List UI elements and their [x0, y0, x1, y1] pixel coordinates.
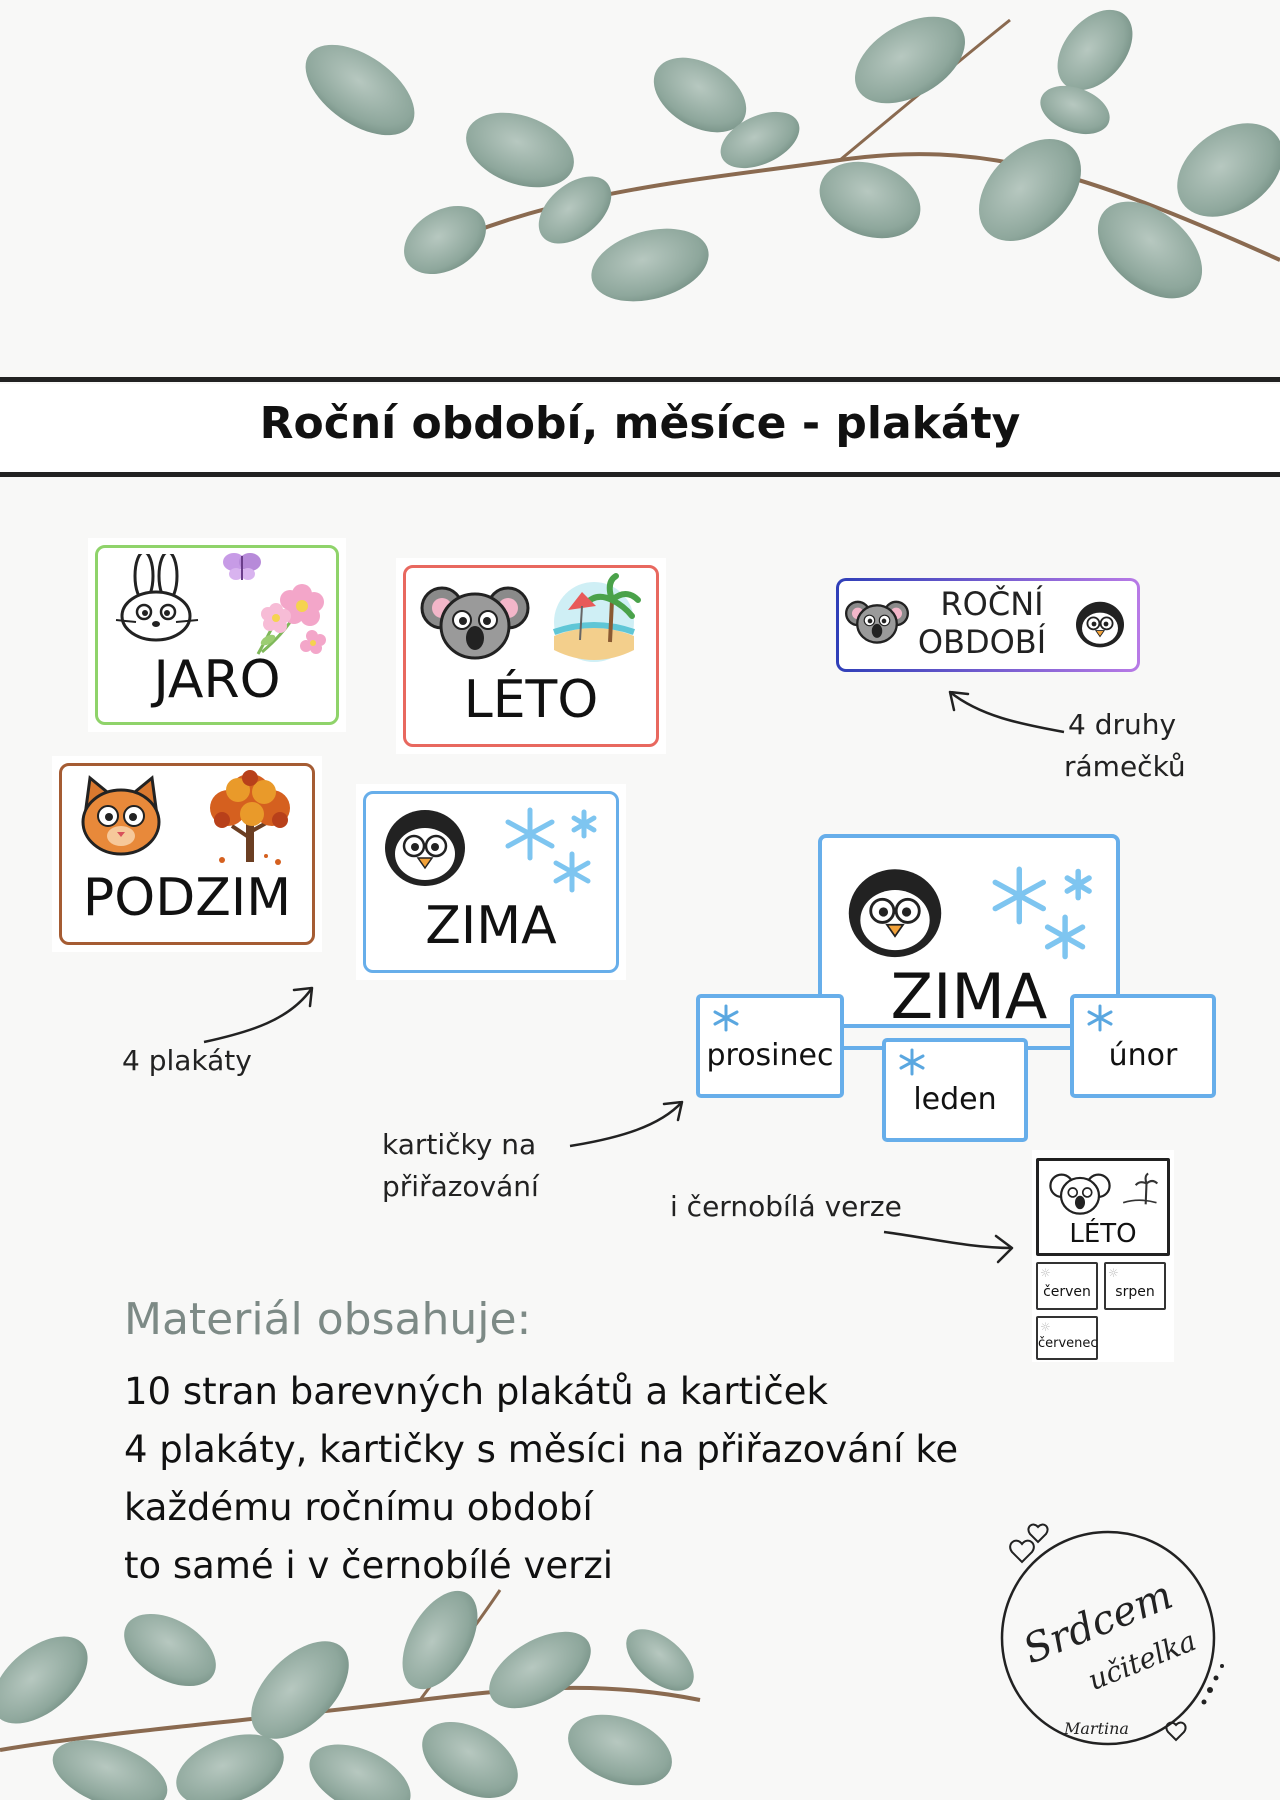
poster-label: ZIMA [425, 896, 557, 956]
month-card-unor: únor [1070, 994, 1216, 1098]
sun-icon: ☼ [1108, 1266, 1119, 1280]
beach-icon [553, 573, 641, 662]
bunny-icon [115, 554, 199, 642]
note-frames-line1: 4 druhy [1068, 708, 1177, 741]
bw-month-card: ☼ červenec [1036, 1316, 1098, 1360]
srdcem-ucitelka-logo: Srdcem učitelka Martina [1000, 1523, 1224, 1746]
koala-icon [845, 600, 909, 644]
title-rule-bottom [0, 472, 1280, 477]
material-line: to samé i v černobílé verzi [124, 1544, 614, 1587]
arrow-icon [948, 690, 1065, 734]
autumn-tree-icon [210, 770, 290, 865]
sun-icon: ☼ [1040, 1320, 1051, 1334]
material-heading: Materiál obsahuje: [124, 1294, 532, 1345]
material-line: 10 stran barevných plakátů a kartiček [124, 1370, 828, 1413]
month-card-prosinec: prosinec [696, 994, 844, 1098]
zima-demo-title: ZIMA [890, 960, 1048, 1033]
bw-month-label: srpen [1115, 1284, 1155, 1300]
bw-sample: LÉTO ☼ červen ☼ srpen ☼ červenec [1032, 1150, 1174, 1362]
note-frames-line2: rámečků [1064, 750, 1186, 783]
zima-demo-poster: ZIMA [818, 834, 1120, 1033]
frame-sample: ROČNÍ OBDOBÍ [836, 578, 1140, 672]
bw-month-card: ☼ srpen [1104, 1262, 1166, 1310]
month-label: únor [1108, 1038, 1178, 1073]
month-label: prosinec [706, 1038, 834, 1073]
arrow-icon [203, 986, 314, 1044]
logo-signature: Martina [1063, 1719, 1129, 1738]
note-cards-line1: kartičky na [382, 1128, 537, 1161]
note-posters: 4 plakáty [122, 1044, 252, 1077]
bw-month-card: ☼ červen [1036, 1262, 1098, 1310]
penguin-icon [848, 869, 942, 958]
snowflake-icon [1087, 1004, 1113, 1032]
poster-leto: LÉTO [396, 558, 666, 754]
material-line: každému ročnímu období [124, 1486, 593, 1529]
month-label: leden [913, 1082, 997, 1117]
title-band [0, 384, 1280, 474]
page-title: Roční období, měsíce - plakáty [259, 398, 1021, 449]
poster-label: LÉTO [463, 670, 599, 730]
bw-poster: LÉTO [1036, 1158, 1170, 1256]
butterfly-icon [223, 553, 261, 580]
snowflake-icon [992, 866, 1092, 960]
frame-label-line1: ROČNÍ [940, 585, 1044, 623]
cat-icon [81, 775, 161, 856]
penguin-icon [385, 810, 465, 886]
note-bw: i černobílá verze [670, 1190, 902, 1223]
arrow-icon [569, 1100, 684, 1148]
connector-line [1022, 1046, 1078, 1050]
poster-jaro: JARO [88, 538, 346, 732]
bw-month-label: červen [1043, 1284, 1091, 1300]
eucalyptus-branch-top-icon [305, 9, 1280, 302]
eucalyptus-branch-bottom-icon [0, 1589, 701, 1800]
koala-icon [1049, 1173, 1111, 1215]
bw-month-label: červenec [1038, 1336, 1098, 1351]
title-rule-top [0, 377, 1280, 382]
snowflake-icon [713, 1004, 739, 1032]
connector-line [836, 1046, 892, 1050]
beach-icon [1122, 1172, 1159, 1205]
month-card-leden: leden [882, 1038, 1028, 1142]
poster-label: JARO [153, 650, 281, 710]
poster-zima: ZIMA [356, 784, 626, 980]
note-cards-line2: přiřazování [382, 1170, 539, 1203]
arrow-icon [883, 1230, 1014, 1264]
snowflake-icon [505, 807, 597, 893]
sun-icon: ☼ [1040, 1266, 1051, 1280]
snowflake-icon [899, 1048, 925, 1076]
penguin-icon [1076, 601, 1124, 648]
poster-podzim: PODZIM [52, 756, 322, 952]
poster-label: PODZIM [82, 868, 292, 928]
material-line: 4 plakáty, kartičky s měsíci na přiřazov… [124, 1428, 959, 1471]
koala-icon [420, 586, 530, 660]
frame-label-line2: OBDOBÍ [917, 623, 1047, 661]
flowers-icon [256, 584, 326, 655]
bw-poster-title: LÉTO [1069, 1219, 1137, 1249]
